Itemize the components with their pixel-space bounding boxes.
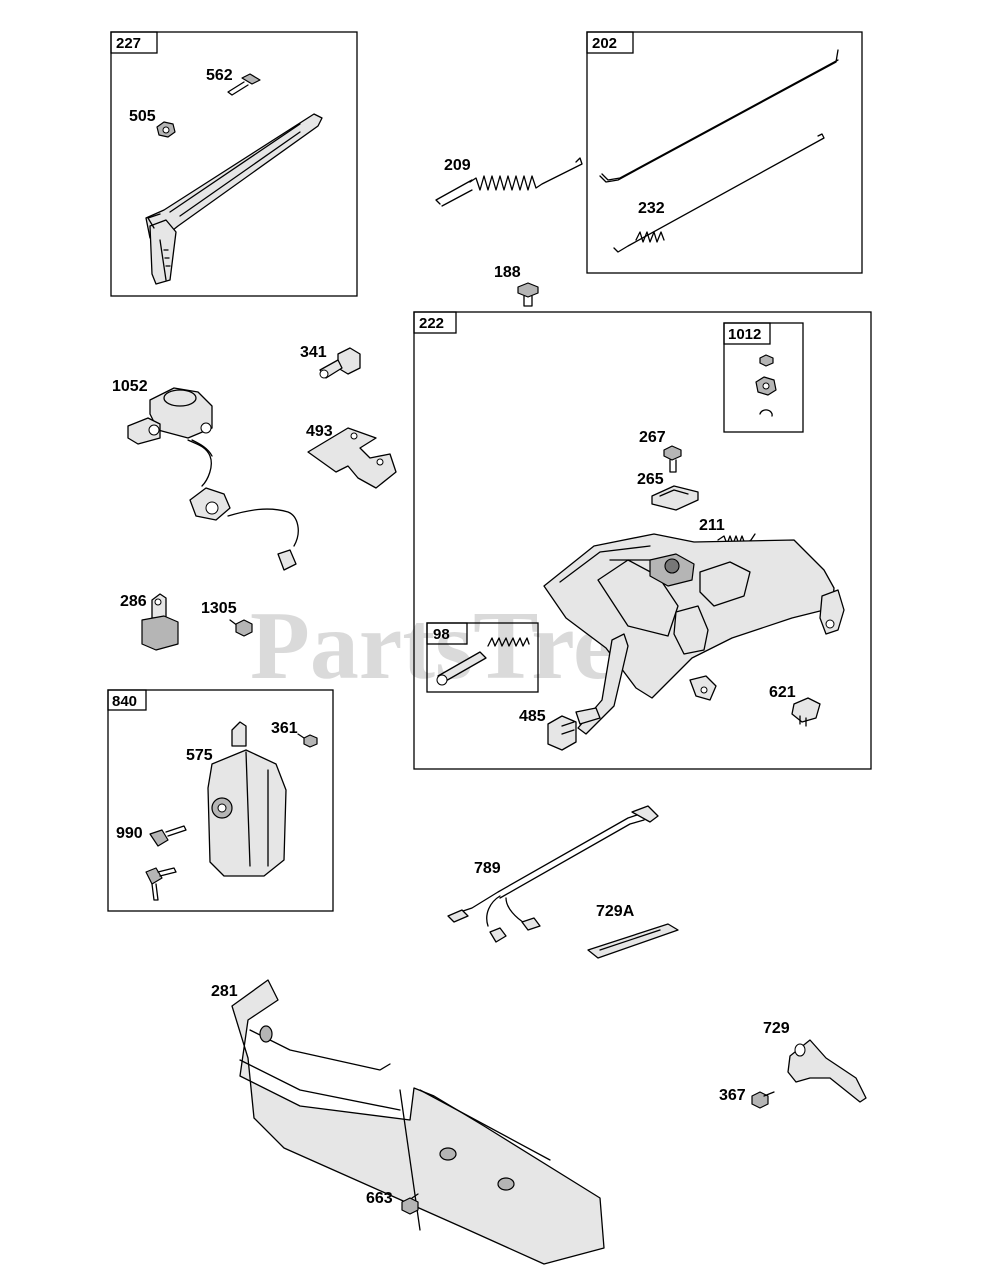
label-493: 493 xyxy=(306,423,333,440)
label-211: 211 xyxy=(699,517,725,534)
screw-361-part xyxy=(297,733,318,748)
bolt-188-part xyxy=(517,282,539,307)
label-729A: 729A xyxy=(596,903,635,920)
clamp-265-part xyxy=(651,485,699,511)
bracket-493-part xyxy=(307,427,397,489)
label-485: 485 xyxy=(519,708,546,725)
label-575: 575 xyxy=(186,747,213,764)
spring-209-part xyxy=(435,157,583,207)
screw-267-part xyxy=(663,445,682,473)
box-222-tag xyxy=(413,311,457,334)
control-plate-part xyxy=(543,533,845,735)
label-232: 232 xyxy=(638,200,665,217)
box-227-frame xyxy=(110,31,358,297)
kit-98-parts xyxy=(436,637,530,686)
screw-367-part xyxy=(751,1091,775,1109)
label-663: 663 xyxy=(366,1190,393,1207)
nut-505-part xyxy=(156,121,176,138)
label-209: 209 xyxy=(444,157,471,174)
ignition-switch-1052-part xyxy=(127,387,299,571)
bolt-562-part xyxy=(227,73,261,96)
box-222-label: 222 xyxy=(419,315,444,332)
label-281: 281 xyxy=(211,983,238,1000)
box-98-frame xyxy=(426,622,539,693)
bracket-281-part xyxy=(231,979,605,1265)
switch-box-575-part xyxy=(207,721,287,877)
governor-rod-edge xyxy=(601,59,839,181)
screw-663-part xyxy=(401,1193,419,1215)
label-789: 789 xyxy=(474,860,501,877)
box-840-tag xyxy=(107,689,147,711)
kit-1012-parts xyxy=(755,354,777,417)
label-361: 361 xyxy=(271,720,298,737)
governor-rod-part xyxy=(599,49,839,183)
label-341: 341 xyxy=(300,344,327,361)
label-562: 562 xyxy=(206,67,233,84)
label-505: 505 xyxy=(129,108,156,125)
label-286: 286 xyxy=(120,593,147,610)
group-box-202: 202 232 xyxy=(586,31,863,274)
label-188: 188 xyxy=(494,264,521,281)
wire-harness-789-part xyxy=(447,805,659,943)
box-840-label: 840 xyxy=(112,693,137,710)
choke-lever-part xyxy=(145,113,323,285)
spring-rod-232-part xyxy=(613,133,825,253)
box-98-tag xyxy=(426,622,468,645)
box-840-frame xyxy=(107,689,334,912)
fitting-341-part xyxy=(319,347,361,379)
bracket-729-part xyxy=(787,1039,867,1103)
label-367: 367 xyxy=(719,1087,746,1104)
label-267: 267 xyxy=(639,429,666,446)
box-98-label: 98 xyxy=(433,626,450,643)
label-621: 621 xyxy=(769,684,796,701)
screw-1305-part xyxy=(229,619,253,637)
box-202-tag xyxy=(586,31,634,54)
clip-286-part xyxy=(141,593,179,651)
keys-990-part xyxy=(145,825,187,901)
label-1305: 1305 xyxy=(201,600,237,617)
label-729: 729 xyxy=(763,1020,790,1037)
plate-729A-part xyxy=(587,923,679,959)
label-990: 990 xyxy=(116,825,143,842)
box-202-frame xyxy=(586,31,863,274)
group-box-222: 222 1012 267 265 211 xyxy=(413,311,872,770)
knob-485-part xyxy=(547,715,577,751)
box-227-tag xyxy=(110,31,158,54)
switch-621-part xyxy=(791,697,821,727)
box-222-frame xyxy=(413,311,872,770)
group-box-840: 840 361 575 990 xyxy=(107,689,334,912)
label-265: 265 xyxy=(637,471,664,488)
box-1012-tag xyxy=(723,322,771,345)
group-box-227: 227 562 505 xyxy=(110,31,358,297)
label-1052: 1052 xyxy=(112,378,148,395)
box-227-label: 227 xyxy=(116,35,141,52)
box-1012-label: 1012 xyxy=(728,326,761,343)
box-202-label: 202 xyxy=(592,35,617,52)
